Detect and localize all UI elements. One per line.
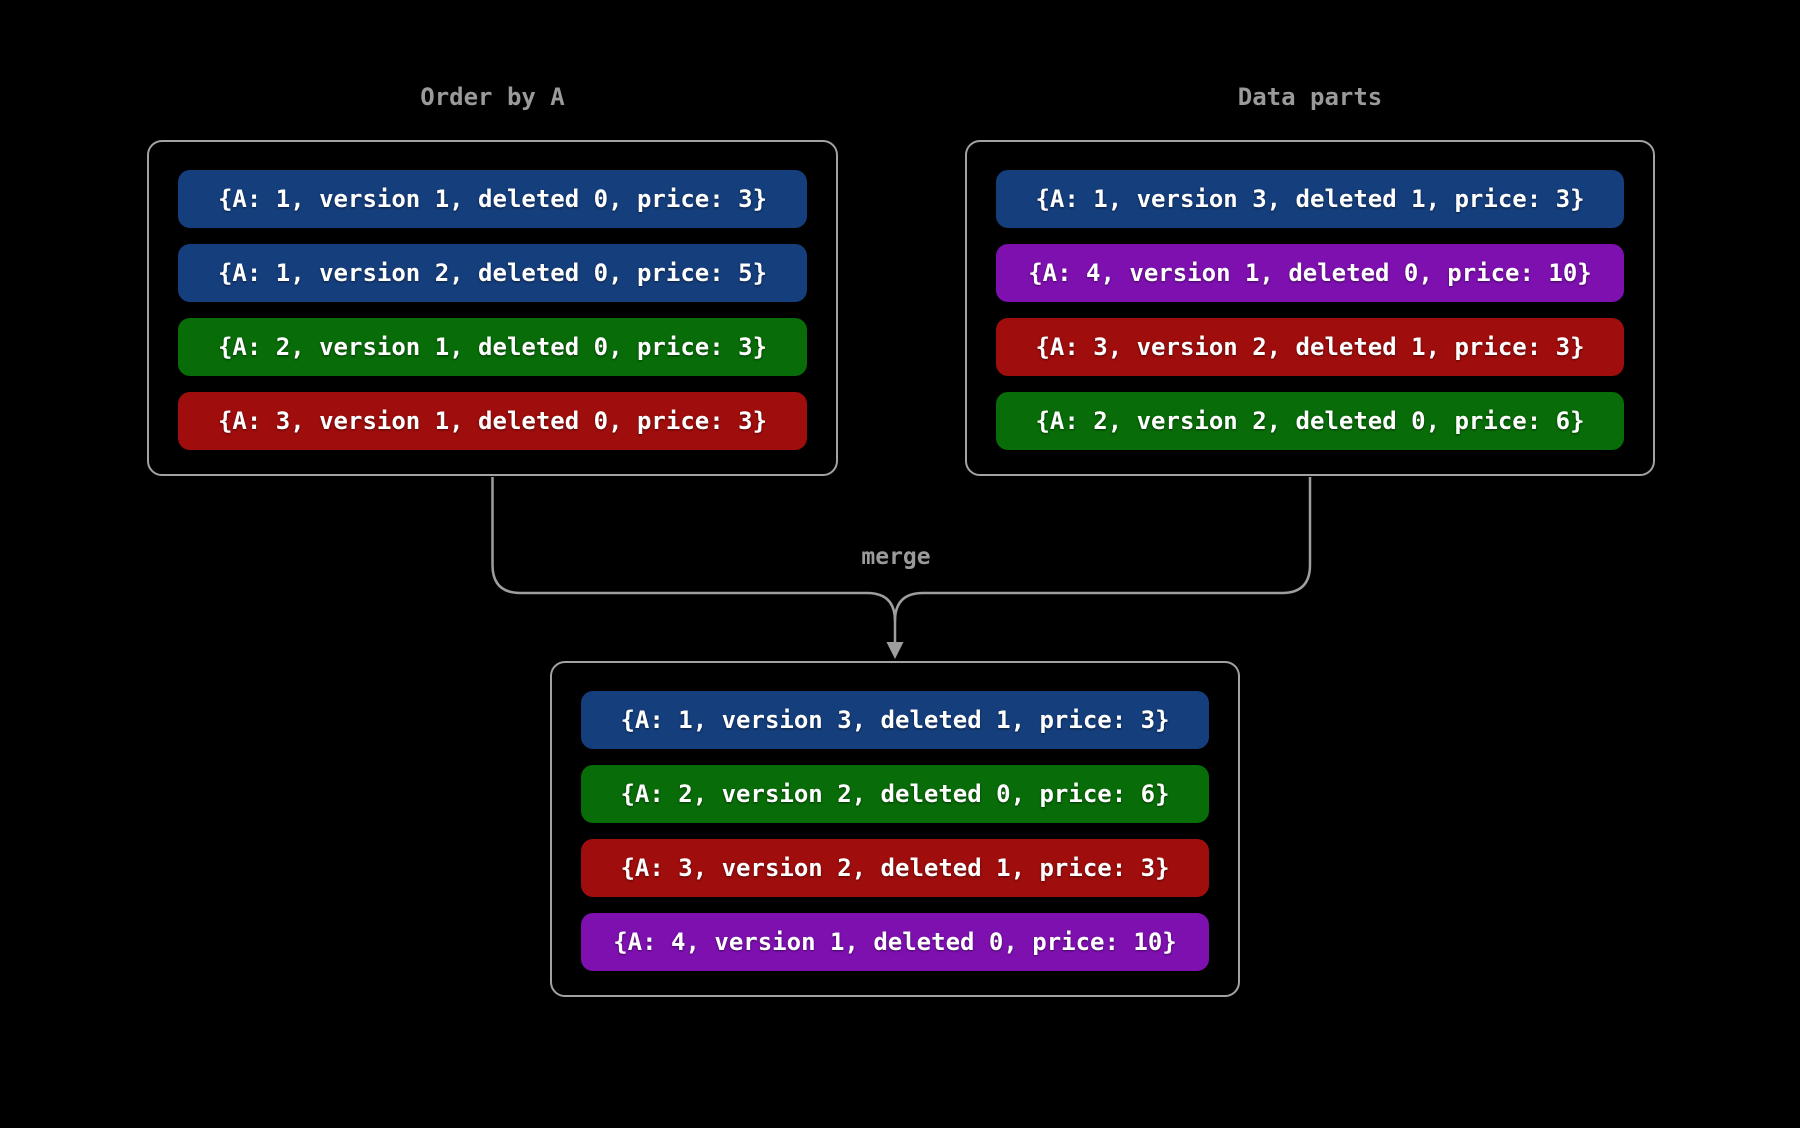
data-part-row: {A: 4, version 1, deleted 0, price: 10}	[581, 913, 1209, 971]
column-title-order-by-a: Order by A	[420, 83, 565, 111]
order-by-a-box: {A: 1, version 1, deleted 0, price: 3} {…	[147, 140, 838, 476]
data-part-row: {A: 3, version 1, deleted 0, price: 3}	[178, 392, 807, 450]
data-part-row: {A: 2, version 1, deleted 0, price: 3}	[178, 318, 807, 376]
merge-label: merge	[861, 544, 931, 570]
data-part-row: {A: 1, version 3, deleted 1, price: 3}	[581, 691, 1209, 749]
data-part-row: {A: 3, version 2, deleted 1, price: 3}	[996, 318, 1624, 376]
column-title-data-parts: Data parts	[1237, 83, 1383, 111]
data-part-row: {A: 2, version 2, deleted 0, price: 6}	[581, 765, 1209, 823]
merged-result-box: {A: 1, version 3, deleted 1, price: 3} {…	[550, 661, 1240, 997]
arrowhead-icon	[886, 642, 904, 659]
data-part-row: {A: 1, version 2, deleted 0, price: 5}	[178, 244, 807, 302]
data-parts-box: {A: 1, version 3, deleted 1, price: 3} {…	[965, 140, 1655, 476]
data-part-row: {A: 2, version 2, deleted 0, price: 6}	[996, 392, 1624, 450]
data-part-row: {A: 3, version 2, deleted 1, price: 3}	[581, 839, 1209, 897]
data-part-row: {A: 4, version 1, deleted 0, price: 10}	[996, 244, 1624, 302]
data-part-row: {A: 1, version 3, deleted 1, price: 3}	[996, 170, 1624, 228]
data-part-row: {A: 1, version 1, deleted 0, price: 3}	[178, 170, 807, 228]
